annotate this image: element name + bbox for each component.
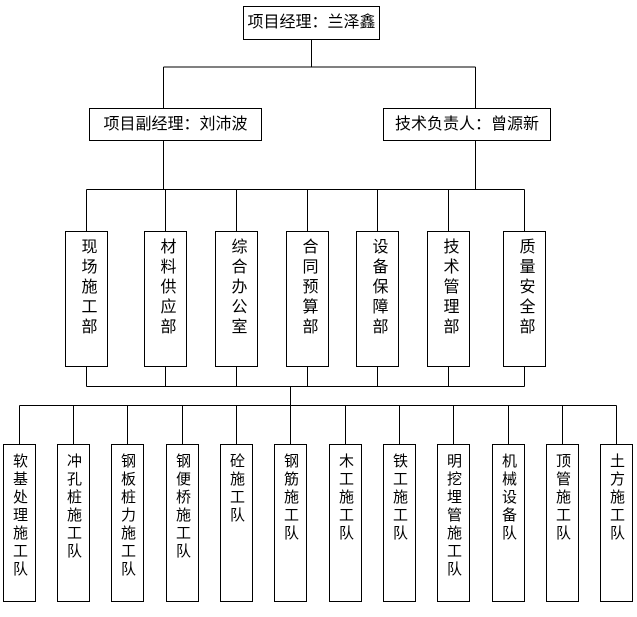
node-label: 项目经理：兰泽鑫	[247, 14, 376, 32]
node-department-site-construction: 现场施工部	[65, 231, 108, 367]
node-label: 合同预算部	[299, 238, 317, 338]
node-team-steel-sheet-pile: 钢板桩力施工队	[111, 444, 144, 602]
node-department-material-supply: 材料供应部	[144, 231, 187, 367]
node-team-earthwork: 土方施工队	[600, 444, 633, 602]
node-department-general-office: 综合办公室	[215, 231, 258, 367]
node-team-soft-foundation: 软基处理施工队	[3, 444, 36, 602]
node-project-manager: 项目经理：兰泽鑫	[243, 6, 380, 40]
node-deputy-project-manager: 项目副经理：刘沛波	[89, 108, 262, 141]
node-department-quality-safety: 质量安全部	[503, 231, 546, 367]
node-department-contract-budget: 合同预算部	[286, 231, 329, 367]
node-team-steel-trestle: 钢便桥施工队	[166, 444, 199, 602]
node-team-carpentry: 木工施工队	[329, 444, 362, 602]
node-label: 钢便桥施工队	[174, 453, 190, 561]
node-team-ironwork: 铁工施工队	[383, 444, 416, 602]
node-label: 钢板桩力施工队	[119, 453, 135, 579]
node-label: 综合办公室	[228, 238, 246, 338]
node-label: 设备保障部	[369, 238, 387, 338]
node-department-technical-management: 技术管理部	[427, 231, 470, 367]
node-label: 机械设备队	[500, 453, 516, 543]
node-team-machinery-equipment: 机械设备队	[492, 444, 525, 602]
node-label: 顶管施工队	[554, 453, 570, 543]
node-label: 砼施工队	[228, 453, 244, 525]
node-label: 铁工施工队	[391, 453, 407, 543]
node-label: 木工施工队	[337, 453, 353, 543]
node-team-pipe-jacking: 顶管施工队	[546, 444, 579, 602]
node-label: 质量安全部	[516, 238, 534, 338]
node-label: 钢筋施工队	[282, 453, 298, 543]
node-team-open-cut-pipe: 明挖埋管施工队	[437, 444, 470, 602]
node-team-concrete: 砼施工队	[220, 444, 253, 602]
node-team-rebar: 钢筋施工队	[274, 444, 307, 602]
node-label: 材料供应部	[157, 238, 175, 338]
node-label: 项目副经理：刘沛波	[103, 115, 248, 133]
node-department-equipment-support: 设备保障部	[356, 231, 399, 367]
node-label: 冲孔桩施工队	[65, 453, 81, 561]
node-technical-lead: 技术负责人：曾源新	[383, 108, 551, 141]
node-label: 技术管理部	[440, 238, 458, 338]
node-label: 土方施工队	[608, 453, 624, 543]
node-label: 技术负责人：曾源新	[394, 115, 539, 133]
node-team-punching-pile: 冲孔桩施工队	[57, 444, 90, 602]
node-label: 现场施工部	[78, 238, 96, 338]
node-label: 软基处理施工队	[11, 453, 27, 579]
node-label: 明挖埋管施工队	[445, 453, 461, 579]
